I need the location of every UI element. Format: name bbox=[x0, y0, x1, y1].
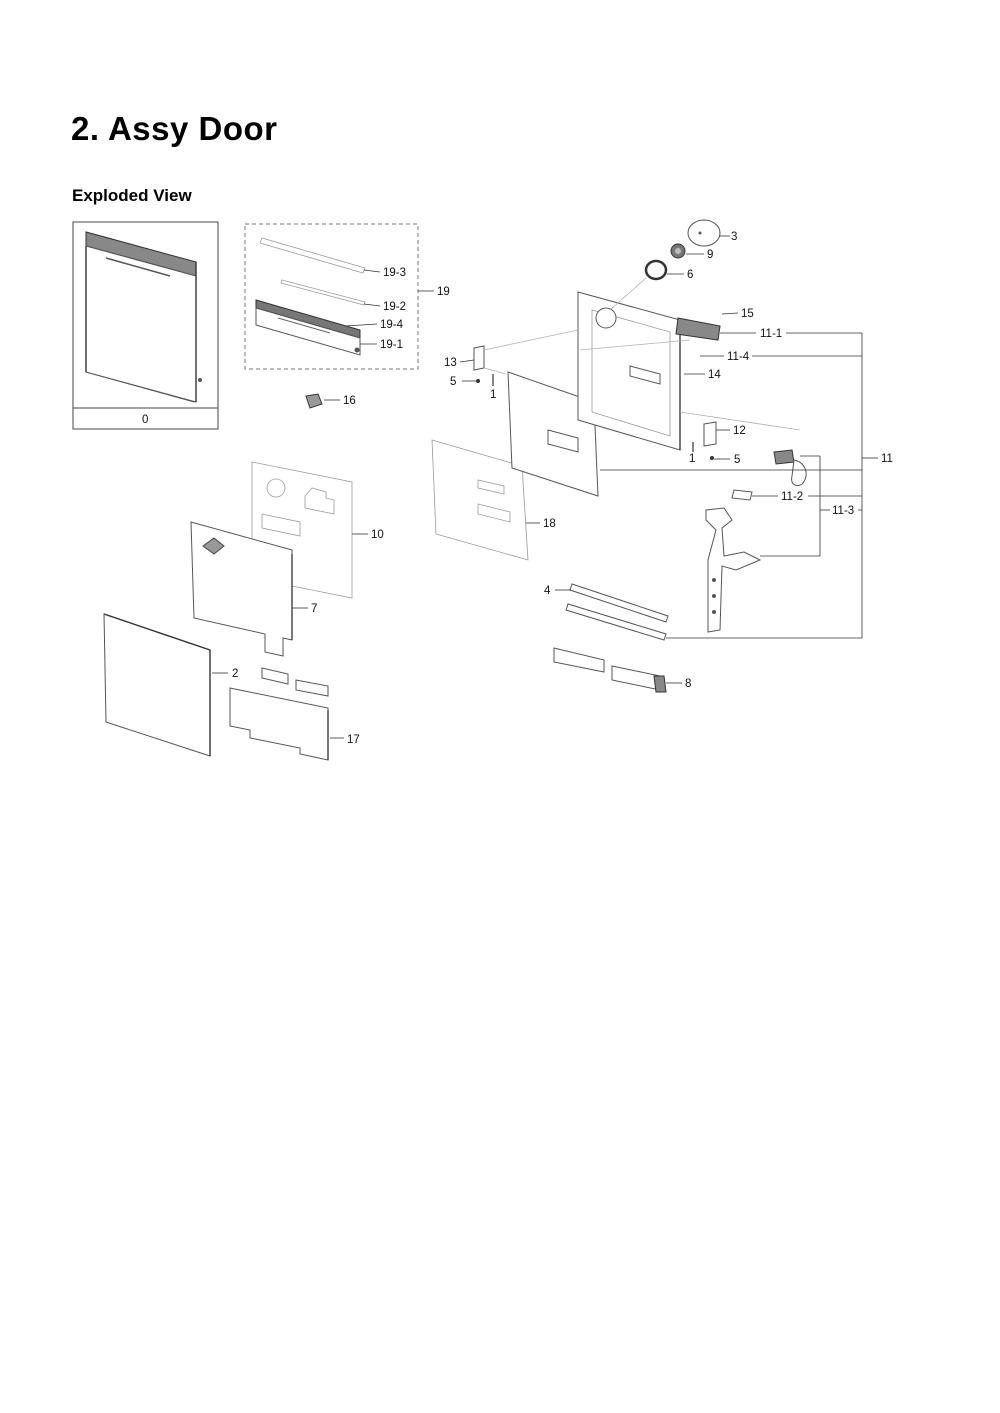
part-13-hinge-bracket bbox=[459, 329, 579, 386]
callout-3: 3 bbox=[731, 231, 737, 243]
callout-19-1: 19-1 bbox=[380, 339, 403, 351]
callout-14: 14 bbox=[708, 369, 721, 381]
callout-11: 11 bbox=[881, 453, 893, 465]
part-3-cap bbox=[687, 219, 730, 247]
callout-4: 4 bbox=[544, 585, 551, 597]
callout-19: 19 bbox=[437, 286, 450, 298]
callout-19-2: 19-2 bbox=[383, 301, 406, 313]
callout-11-3: 11-3 bbox=[832, 505, 854, 517]
callout-18: 18 bbox=[543, 518, 556, 530]
callout-6: 6 bbox=[687, 269, 693, 281]
callout-10: 10 bbox=[371, 529, 384, 541]
callout-11-1: 11-1 bbox=[760, 328, 782, 340]
part-9-dispenser-knob bbox=[670, 243, 704, 259]
callout-labels: 3 9 6 15 11-1 11-4 14 13 5 1 12 1 5 11 1… bbox=[142, 231, 893, 746]
callout-11-2: 11-2 bbox=[781, 491, 803, 503]
callout-17: 17 bbox=[347, 734, 360, 746]
callout-19-4: 19-4 bbox=[380, 319, 404, 331]
callout-16: 16 bbox=[343, 395, 356, 407]
callout-11-4: 11-4 bbox=[727, 351, 750, 363]
callout-8: 8 bbox=[685, 678, 691, 690]
part-16-hinge-clip bbox=[305, 393, 340, 409]
part-11-1-dispenser bbox=[675, 312, 862, 357]
part-2-outer-door bbox=[103, 613, 228, 757]
part-4-bottom-rails bbox=[555, 583, 669, 641]
callout-5-right: 5 bbox=[734, 454, 740, 466]
callout-19-3: 19-3 bbox=[383, 267, 406, 279]
part-inner-door-panel bbox=[507, 371, 599, 497]
callout-9: 9 bbox=[707, 249, 713, 261]
part-7-inner-panel bbox=[190, 521, 308, 657]
part-8-bottom-trim bbox=[553, 647, 682, 693]
part-11-bracket-lines bbox=[600, 333, 878, 639]
page-title: 2. Assy Door bbox=[71, 110, 278, 147]
part-18-inner-liner-sheet bbox=[431, 439, 540, 561]
part-spacer-blocks bbox=[261, 667, 329, 697]
assembled-door-inset bbox=[72, 221, 219, 430]
callout-15: 15 bbox=[741, 308, 754, 320]
control-panel-group bbox=[244, 223, 434, 370]
part-17-bottom-panel bbox=[229, 687, 344, 761]
callout-2: 2 bbox=[232, 668, 238, 680]
callout-13: 13 bbox=[444, 357, 457, 369]
callout-5-left: 5 bbox=[450, 376, 456, 388]
section-subtitle: Exploded View bbox=[72, 186, 192, 205]
callout-12: 12 bbox=[733, 425, 746, 437]
part-12-hinge-bracket bbox=[679, 411, 801, 460]
part-14-inner-door-frame bbox=[577, 291, 705, 451]
part-6-gasket-ring bbox=[609, 259, 684, 311]
callout-7: 7 bbox=[311, 603, 317, 615]
callout-1-right: 1 bbox=[689, 453, 695, 465]
inset-label-0: 0 bbox=[142, 414, 148, 426]
part-11-3-spray-arm-assembly bbox=[705, 449, 862, 633]
callout-1-left: 1 bbox=[490, 389, 496, 401]
